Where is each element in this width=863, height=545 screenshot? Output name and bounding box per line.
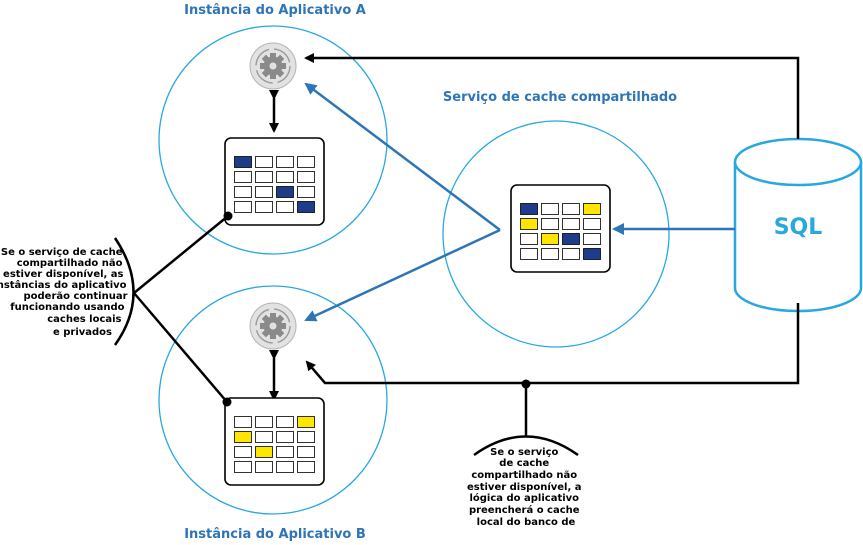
grid-cell bbox=[520, 218, 538, 230]
grid-cell bbox=[541, 218, 559, 230]
grid-cell bbox=[562, 233, 580, 245]
grid-cell bbox=[234, 171, 252, 183]
grid-cell bbox=[276, 446, 294, 458]
left-note-line: instâncias do aplicativo bbox=[0, 279, 127, 291]
grid-cell bbox=[276, 201, 294, 213]
app-b-title: Instância do Aplicativo B bbox=[184, 527, 366, 542]
bottom-note-line: compartilhado não bbox=[471, 470, 577, 481]
bottom-note-line: estiver disponível, a bbox=[467, 481, 582, 493]
grid-cell bbox=[583, 233, 601, 245]
shared-cache-title: Serviço de cache compartilhado bbox=[443, 90, 677, 105]
grid-cell bbox=[255, 461, 273, 473]
grid-cell bbox=[562, 248, 580, 260]
connector-dot bbox=[521, 379, 531, 389]
grid-cell bbox=[276, 171, 294, 183]
grid-cell bbox=[255, 171, 273, 183]
left-note-line: funcionando usando bbox=[10, 302, 124, 313]
left-note-connector-a bbox=[133, 215, 229, 294]
cache-grid-icon bbox=[510, 184, 611, 273]
grid-cell bbox=[276, 186, 294, 198]
grid-cell bbox=[297, 446, 315, 458]
grid-cell bbox=[276, 156, 294, 168]
left-note-connector-b bbox=[133, 292, 228, 403]
grid-cell bbox=[234, 416, 252, 428]
grid-cell bbox=[297, 156, 315, 168]
shared-cache-circle bbox=[442, 120, 670, 348]
grid-cell bbox=[297, 461, 315, 473]
sql-to-app-a-line bbox=[304, 53, 800, 139]
grid-cell bbox=[541, 248, 559, 260]
bottom-note-line: Se o serviço bbox=[490, 447, 558, 458]
shared-cache-to-app-a-arrow bbox=[304, 82, 501, 231]
left-note-line: e privados bbox=[53, 327, 112, 338]
grid-cell bbox=[297, 431, 315, 443]
grid-cell bbox=[276, 431, 294, 443]
connector-dot bbox=[223, 211, 233, 221]
grid-cell bbox=[541, 203, 559, 215]
grid-cell bbox=[234, 446, 252, 458]
grid-cell bbox=[562, 203, 580, 215]
cache-grid-icon bbox=[224, 137, 325, 226]
left-note: Se o serviço de cache compartilhado não … bbox=[0, 247, 131, 338]
grid-cell bbox=[255, 201, 273, 213]
grid-cell bbox=[583, 203, 601, 215]
database-cylinder-icon: SQL bbox=[733, 137, 863, 313]
bottom-note-line: local do banco de bbox=[477, 517, 576, 528]
left-note-line: caches locais bbox=[47, 314, 121, 325]
connector-dot bbox=[222, 397, 232, 407]
gear-icon bbox=[249, 42, 297, 90]
grid-cell bbox=[234, 431, 252, 443]
grid-cell bbox=[234, 201, 252, 213]
shared-cache-to-app-b-arrow bbox=[304, 228, 501, 322]
grid-cell bbox=[276, 416, 294, 428]
gear-icon bbox=[249, 302, 297, 350]
grid-cell bbox=[562, 218, 580, 230]
app-b-circle bbox=[158, 285, 388, 515]
grid-cell bbox=[583, 218, 601, 230]
grid-cell bbox=[520, 203, 538, 215]
left-note-line: Se o serviço de cache bbox=[1, 247, 123, 258]
bottom-note-line: lógica do aplicativo bbox=[469, 492, 579, 504]
sql-to-app-b-line bbox=[305, 303, 800, 385]
grid-cell bbox=[255, 186, 273, 198]
grid-cell bbox=[520, 233, 538, 245]
grid-cell bbox=[297, 171, 315, 183]
app-a-title: Instância do Aplicativo A bbox=[184, 3, 366, 18]
grid-cell bbox=[234, 186, 252, 198]
grid-cell bbox=[255, 431, 273, 443]
cache-grid-icon bbox=[224, 397, 325, 486]
grid-cell bbox=[276, 461, 294, 473]
bottom-note-line: preencherá o cache bbox=[469, 504, 580, 516]
grid-cell bbox=[541, 233, 559, 245]
grid-cell bbox=[297, 416, 315, 428]
left-note-line: estiver disponível, as bbox=[3, 268, 124, 280]
grid-cell bbox=[297, 186, 315, 198]
grid-cell bbox=[297, 201, 315, 213]
grid-cell bbox=[255, 156, 273, 168]
left-note-line: compartilhado não bbox=[17, 258, 123, 269]
app-a-circle bbox=[158, 25, 388, 255]
left-note-line: poderão continuar bbox=[23, 291, 127, 302]
grid-cell bbox=[234, 461, 252, 473]
bottom-note-line: de cache bbox=[499, 458, 549, 469]
bottom-note: Se o serviço de cache compartilhado não … bbox=[467, 447, 585, 528]
grid-cell bbox=[520, 248, 538, 260]
grid-cell bbox=[234, 156, 252, 168]
sql-label: SQL bbox=[774, 215, 823, 240]
grid-cell bbox=[255, 416, 273, 428]
grid-cell bbox=[255, 446, 273, 458]
grid-cell bbox=[583, 248, 601, 260]
